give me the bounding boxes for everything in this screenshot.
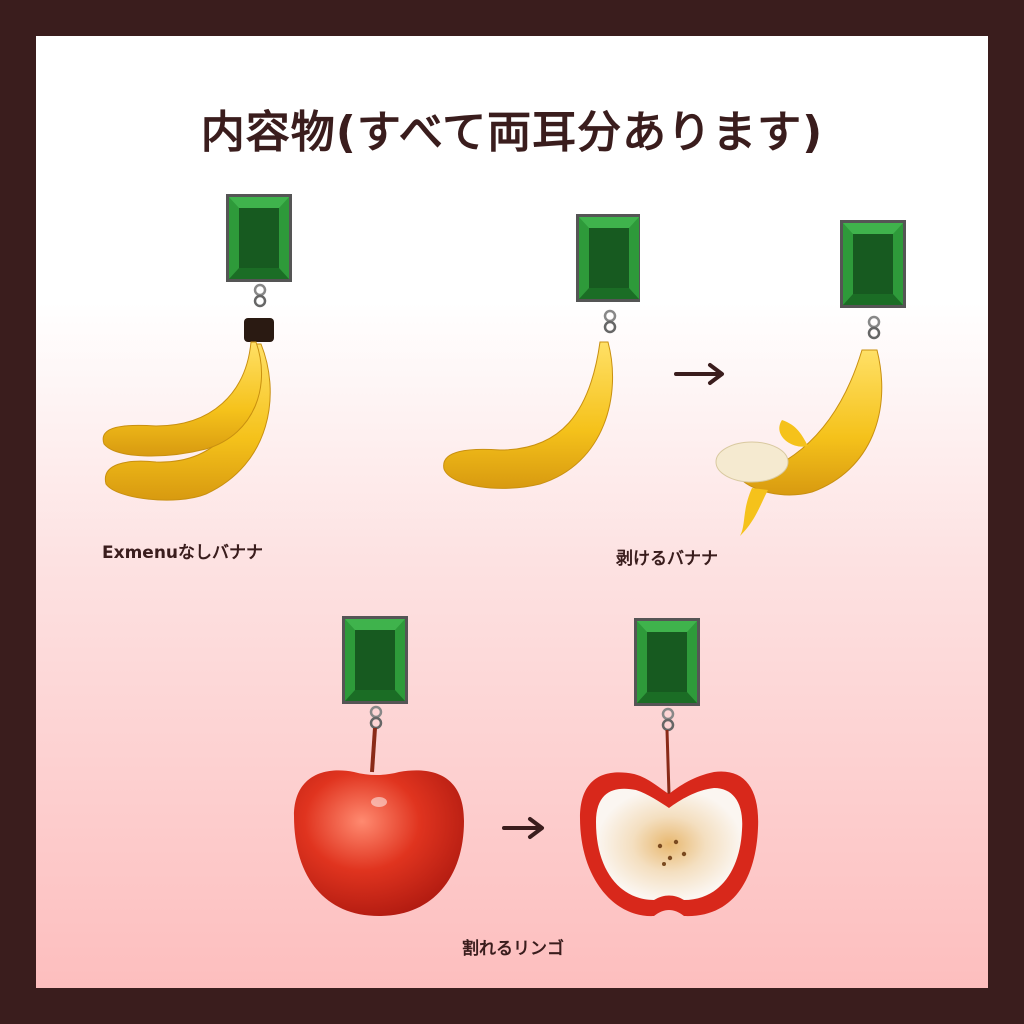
content-panel: 内容物(すべて両耳分あります) [36, 36, 988, 988]
banana-charm [440, 214, 640, 494]
peeled-banana-charm [712, 220, 912, 540]
banana-bunch-charm [96, 194, 296, 534]
caption-apple-split: 割れるリンゴ [462, 939, 564, 959]
right-arrow-icon-2 [502, 816, 550, 840]
page-title: 内容物(すべて両耳分あります) [200, 107, 824, 158]
split-apple-charm [574, 618, 764, 938]
caption-banana-peel: 剥けるバナナ [616, 549, 718, 569]
right-arrow-icon [674, 362, 730, 386]
apple-charm [284, 616, 474, 936]
caption-banana-plain: Exmenuなしバナナ [102, 543, 264, 563]
